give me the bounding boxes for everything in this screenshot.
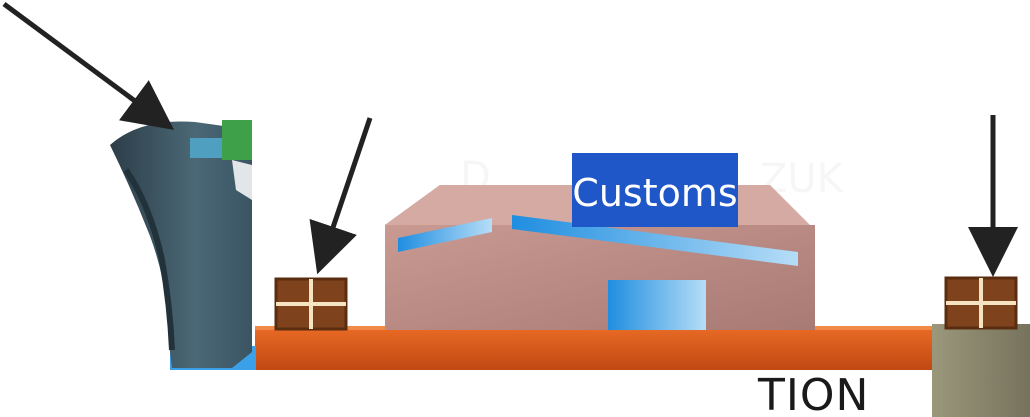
customs-sign-label: Customs bbox=[572, 171, 737, 215]
caption-fragment: TION bbox=[757, 370, 869, 417]
customs-sign: Customs bbox=[572, 153, 738, 227]
dock-platform bbox=[255, 328, 935, 370]
ship-bridge bbox=[222, 120, 252, 160]
crate-icon bbox=[274, 277, 348, 331]
building-window-long bbox=[512, 215, 798, 266]
building-window-left bbox=[398, 218, 492, 252]
building-door bbox=[608, 280, 706, 330]
crate-icon bbox=[944, 276, 1018, 330]
land-block bbox=[932, 324, 1030, 417]
ship-deck-cargo bbox=[190, 138, 232, 158]
ship-icon bbox=[110, 120, 252, 368]
arrow-to-left-crate bbox=[309, 117, 373, 275]
arrow-to-ship bbox=[2, 1, 175, 130]
